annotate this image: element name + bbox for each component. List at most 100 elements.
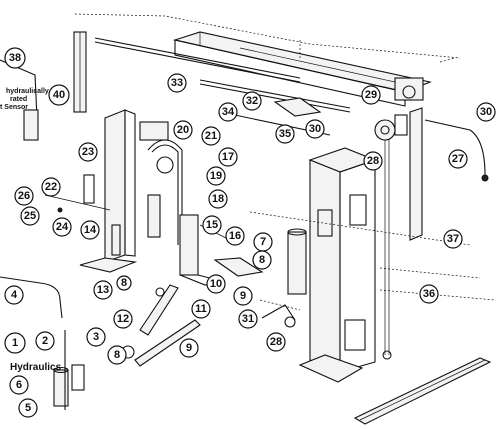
callout-17: 17 <box>218 147 238 167</box>
svg-text:8: 8 <box>121 277 127 289</box>
callout-16: 16 <box>225 226 245 246</box>
svg-text:37: 37 <box>447 233 459 245</box>
svg-text:26: 26 <box>18 190 30 202</box>
svg-text:15: 15 <box>206 219 218 231</box>
callout-28-b: 28 <box>266 332 286 352</box>
arm-restraint <box>261 304 296 328</box>
callout-19: 19 <box>206 166 226 186</box>
callout-32: 32 <box>242 91 262 111</box>
callout-9: 9 <box>233 286 253 306</box>
callout-21: 21 <box>201 126 221 146</box>
callout-22: 22 <box>41 177 61 197</box>
callout-28: 28 <box>363 151 383 171</box>
svg-text:22: 22 <box>45 181 57 193</box>
callout-30-b: 30 <box>305 119 325 139</box>
svg-text:35: 35 <box>279 128 291 140</box>
callout-35: 35 <box>275 124 295 144</box>
svg-text:7: 7 <box>260 236 266 248</box>
cable <box>424 119 486 176</box>
svg-text:5: 5 <box>25 402 31 414</box>
svg-text:19: 19 <box>210 170 222 182</box>
callout-10: 10 <box>206 274 226 294</box>
svg-text:18: 18 <box>212 193 224 205</box>
svg-text:23: 23 <box>82 146 94 158</box>
left-top-post <box>73 31 87 113</box>
callout-36: 36 <box>419 284 439 304</box>
callout-7: 7 <box>253 232 273 252</box>
callout-14: 14 <box>80 220 100 240</box>
callout-9-b: 9 <box>179 338 199 358</box>
callout-8: 8 <box>252 250 272 270</box>
callout-15: 15 <box>202 215 222 235</box>
left-small-parts <box>44 174 111 213</box>
svg-text:17: 17 <box>222 151 234 163</box>
right-thin-post <box>382 107 423 360</box>
sensor-label-line1: hydraulically <box>6 88 49 95</box>
callout-5: 5 <box>18 398 38 418</box>
carriage <box>179 214 264 286</box>
sensor-label-line3: t Sensor <box>0 104 28 111</box>
svg-text:33: 33 <box>171 77 183 89</box>
pulley <box>374 114 408 141</box>
sensor-inset: hydraulically rated t Sensor <box>0 59 49 141</box>
svg-text:31: 31 <box>242 313 254 325</box>
svg-text:13: 13 <box>97 284 109 296</box>
svg-text:27: 27 <box>452 153 464 165</box>
svg-text:1: 1 <box>12 337 18 349</box>
svg-text:4: 4 <box>11 289 18 301</box>
callout-8-c: 8 <box>116 275 132 291</box>
callout-31: 31 <box>238 309 258 329</box>
svg-text:30: 30 <box>480 106 492 118</box>
callout-26: 26 <box>14 186 34 206</box>
svg-text:9: 9 <box>240 290 246 302</box>
svg-text:12: 12 <box>117 313 129 325</box>
left-column <box>79 109 138 273</box>
callout-11: 11 <box>191 299 211 319</box>
svg-text:30: 30 <box>309 123 321 135</box>
callout-24: 24 <box>52 217 72 237</box>
callout-2: 2 <box>35 331 55 351</box>
svg-text:16: 16 <box>229 230 241 242</box>
svg-text:14: 14 <box>84 224 97 236</box>
pump <box>53 330 85 410</box>
callout-20: 20 <box>173 120 193 140</box>
callout-1: 1 <box>4 332 26 354</box>
callout-18: 18 <box>208 189 228 209</box>
svg-text:36: 36 <box>423 288 435 300</box>
callout-23: 23 <box>78 142 98 162</box>
svg-text:8: 8 <box>114 349 120 361</box>
svg-text:24: 24 <box>56 221 69 233</box>
svg-text:34: 34 <box>222 106 235 118</box>
svg-text:40: 40 <box>53 89 65 101</box>
swing-arms <box>121 284 201 367</box>
svg-text:9: 9 <box>186 342 192 354</box>
svg-text:10: 10 <box>210 278 222 290</box>
chain-assembly <box>139 121 183 245</box>
callout-38: 38 <box>4 47 26 69</box>
svg-text:28: 28 <box>367 155 379 167</box>
top-rod <box>94 37 301 83</box>
svg-text:29: 29 <box>365 89 377 101</box>
sensor-label-line2: rated <box>10 96 27 103</box>
svg-text:25: 25 <box>24 210 36 222</box>
callout-8-b: 8 <box>107 345 127 365</box>
svg-text:32: 32 <box>246 95 258 107</box>
svg-text:28: 28 <box>270 336 282 348</box>
callout-34: 34 <box>218 102 238 122</box>
right-column <box>298 147 377 383</box>
callout-4: 4 <box>4 285 24 305</box>
hydraulics-label: Hydraulics <box>10 362 62 373</box>
callout-33: 33 <box>167 73 187 93</box>
svg-text:11: 11 <box>195 303 207 315</box>
svg-text:20: 20 <box>177 124 189 136</box>
overhead-beam <box>172 31 432 107</box>
callout-29: 29 <box>361 85 381 105</box>
callout-3: 3 <box>86 327 106 347</box>
callout-40: 40 <box>48 84 70 106</box>
svg-text:21: 21 <box>205 130 217 142</box>
base-plate <box>353 357 492 425</box>
cable-end <box>481 174 489 182</box>
callout-30: 30 <box>476 102 496 122</box>
hydraulic-cylinder <box>287 228 307 295</box>
